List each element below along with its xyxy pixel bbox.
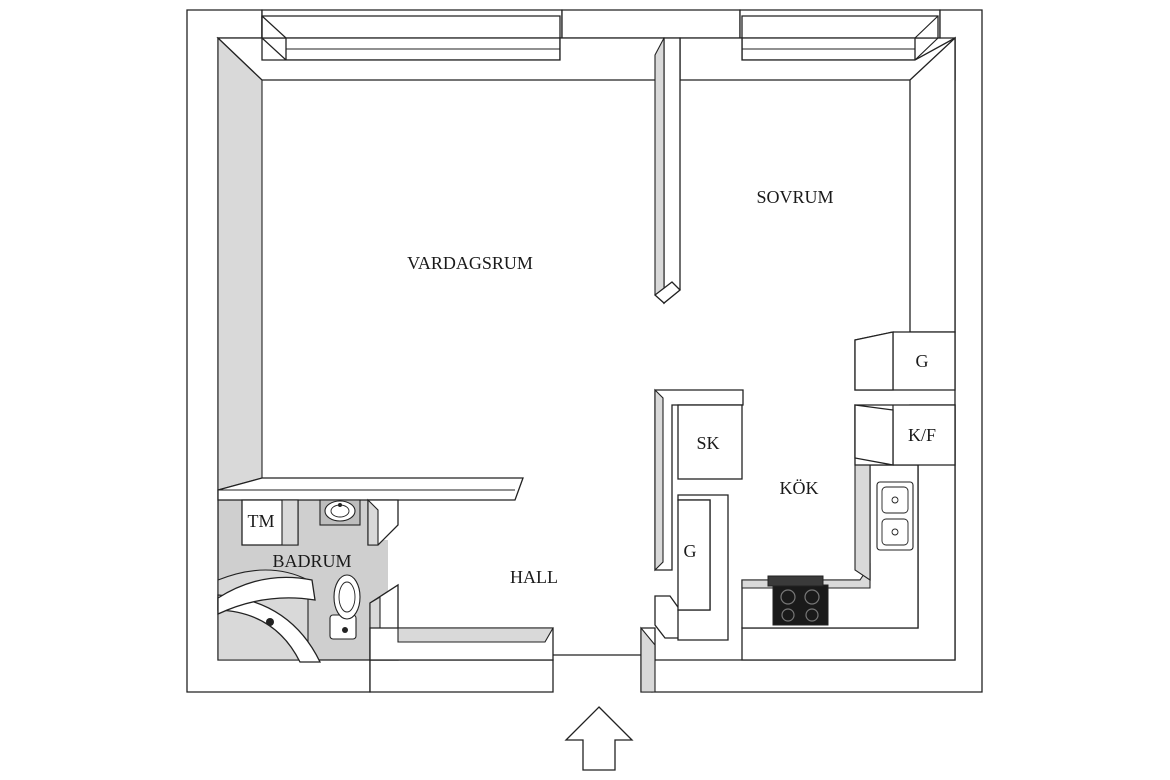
cabinet-sk <box>677 404 743 480</box>
outer-wall-bottom-left <box>369 659 554 693</box>
bathroom-sink <box>319 499 361 526</box>
wardrobe-bedroom <box>854 331 956 391</box>
partition-living-bedroom <box>663 37 681 305</box>
wall-face-top-left <box>216 37 665 81</box>
fixture-label-wardrobe-bedroom: G <box>916 351 929 371</box>
shower <box>217 569 322 663</box>
washing-machine <box>241 499 299 546</box>
outer-wall-top-middle <box>561 9 741 39</box>
room-label-living: VARDAGSRUM <box>407 253 533 273</box>
room-label-hall: HALL <box>510 567 558 587</box>
partition-face <box>654 37 665 305</box>
wall-face-left <box>217 36 263 491</box>
fixture-label-cabinet: SK <box>696 433 719 453</box>
fridge-freezer <box>854 404 956 466</box>
fixture-label-washer: TM <box>248 511 275 531</box>
window-right <box>741 15 939 61</box>
room-label-bedroom: SOVRUM <box>756 187 833 207</box>
toilet <box>329 574 361 640</box>
room-label-kitchen: KÖK <box>780 478 819 498</box>
wall-living-bottom <box>217 477 524 501</box>
wall-hall-stub <box>654 595 681 639</box>
room-label-bathroom: BADRUM <box>272 551 351 571</box>
entrance-arrow-icon <box>564 706 634 771</box>
fixture-label-fridge-freezer: K/F <box>908 425 936 445</box>
fixture-label-wardrobe-hall: G <box>684 541 697 561</box>
window-left <box>261 15 561 61</box>
kitchen-sink <box>876 481 914 551</box>
wall-face-right <box>909 36 956 333</box>
stove <box>767 575 829 626</box>
